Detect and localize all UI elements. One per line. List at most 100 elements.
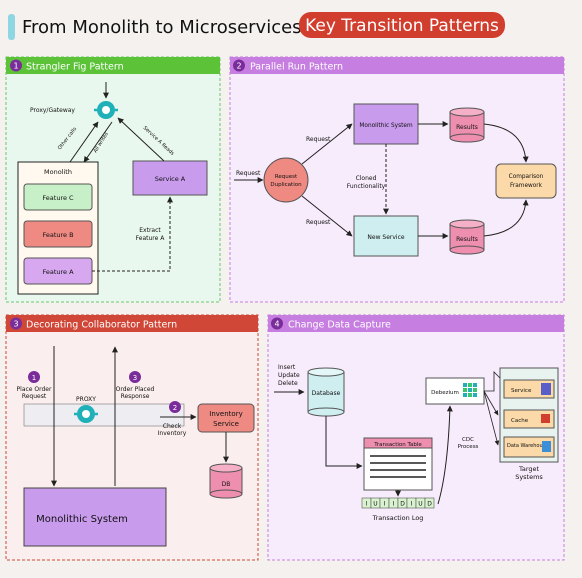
monolithic-system-box — [23, 487, 167, 547]
step3-badge — [129, 371, 141, 383]
step2-badge — [169, 401, 181, 413]
dup-label-1: Request — [275, 174, 298, 180]
log-cell-label: I — [411, 501, 413, 508]
new-service-label: New Service — [367, 234, 404, 241]
step1-num: 1 — [32, 374, 36, 382]
panel-3-title: Decorating Collaborator Pattern — [26, 320, 177, 331]
monolithic-system-label: Monolithic System — [36, 514, 128, 525]
target-warehouse-label: Data Warehouse — [507, 443, 548, 449]
panel-2-badge — [233, 59, 245, 72]
db-to-table-arrow — [325, 416, 363, 469]
log-cell-label: U — [418, 501, 422, 508]
panel-4-header — [268, 315, 564, 332]
feature-a-label: Feature A — [42, 268, 74, 276]
database-label: Database — [312, 390, 341, 397]
transaction-table-header — [363, 437, 433, 449]
database-cylinder — [307, 367, 345, 417]
service-a-box — [132, 160, 208, 196]
service-a-label: Service A — [155, 175, 186, 183]
dup-label-2: Duplication — [270, 182, 302, 188]
panel-3-num: 3 — [13, 320, 18, 329]
feature-c-box — [23, 183, 93, 211]
step3-label-1: Order Placed — [116, 386, 155, 393]
step3-num: 3 — [133, 374, 137, 382]
log-cell-label: D — [400, 501, 405, 508]
panel-parallel-run: 2 Parallel Run Pattern Request Request D… — [229, 56, 565, 303]
request-duplication-node — [263, 157, 309, 203]
inventory-label-1: Inventory — [209, 410, 242, 418]
step2-label-1: Check — [163, 423, 182, 430]
proxy-gateway-icon — [94, 101, 118, 119]
feature-b-label: Feature B — [42, 231, 73, 239]
target-label-1: Target — [518, 465, 540, 473]
request-bottom-arrow — [301, 195, 353, 237]
panel-2-num: 2 — [236, 62, 241, 71]
proxy-label: Proxy/Gateway — [30, 107, 75, 114]
cdc-label-2: Process — [458, 444, 479, 450]
title-accent — [8, 14, 15, 40]
db-cylinder — [209, 463, 243, 499]
monolithic-system-label: Monolithic System — [359, 123, 413, 129]
transaction-log-label: Transaction Log — [372, 514, 424, 522]
server-icon — [541, 383, 551, 395]
results-bottom-to-compare-arrow — [483, 199, 529, 237]
proxy-icon — [74, 405, 98, 423]
ops-update: Update — [278, 372, 300, 379]
extract-arrow — [92, 196, 173, 272]
monolith-label: Monolith — [44, 168, 72, 176]
target-service-label: Service — [511, 388, 532, 394]
transaction-table-label: Transaction Table — [373, 442, 422, 448]
title-highlight-pill — [299, 12, 505, 38]
proxy-bar — [23, 403, 185, 427]
feature-c-label: Feature C — [42, 194, 74, 202]
panel-1-header — [6, 57, 220, 74]
monolithic-system-box — [353, 103, 419, 145]
target-cache-label: Cache — [511, 418, 529, 424]
comparison-label-1: Comparison — [509, 174, 544, 180]
other-calls-arrow — [69, 121, 99, 163]
step1-label-1: Place Order — [17, 386, 52, 393]
log-cell-label: U — [373, 501, 377, 508]
inventory-label-2: Service — [213, 420, 239, 428]
to-cache-line — [483, 390, 499, 416]
step1-label-2: Request — [22, 393, 47, 400]
panel-3-badge — [10, 317, 22, 330]
panel-2-header — [230, 57, 564, 74]
ops-insert: Insert — [278, 364, 296, 371]
log-cell-label: I — [366, 501, 368, 508]
panel-1-title: Strangler Fig Pattern — [26, 62, 124, 73]
cdc-arrow — [437, 405, 453, 505]
step1-badge — [28, 371, 40, 383]
cdc-label-1: CDC — [462, 437, 474, 443]
log-cell-label: I — [384, 501, 386, 508]
request-bottom-label: Request — [306, 219, 331, 226]
cloned-label-1: Cloned — [356, 175, 377, 182]
request-top-arrow — [301, 123, 353, 165]
panel-4-badge — [271, 317, 283, 330]
proxy-text: PROXY — [76, 396, 96, 403]
db-label: DB — [222, 481, 231, 488]
ops-delete: Delete — [278, 380, 298, 387]
step2-label-2: Inventory — [158, 430, 187, 437]
panel-3-header — [6, 315, 258, 332]
request-in-label: Request — [236, 170, 261, 177]
results-bottom-label: Results — [456, 236, 478, 243]
panel-decorating-collaborator: 3 Decorating Collaborator Pattern 1 Plac… — [5, 314, 259, 561]
step3-label-2: Response — [121, 393, 150, 400]
target-warehouse-box — [503, 436, 555, 458]
request-top-label: Request — [306, 136, 331, 143]
target-label-2: Systems — [515, 473, 543, 481]
panel-strangler-fig: 1 Strangler Fig Pattern Proxy/Gateway Mo… — [5, 56, 221, 303]
panel-1-badge — [10, 59, 22, 72]
panel-4-title: Change Data Capture — [288, 320, 391, 331]
comparison-framework-box — [495, 163, 557, 199]
service-a-reads-arrow — [117, 117, 165, 162]
title-bar: From Monolith to Microservices: Key Tran… — [8, 12, 505, 40]
comparison-label-2: Framework — [510, 183, 543, 189]
panel-2-title: Parallel Run Pattern — [250, 62, 343, 73]
debezium-label: Debezium — [431, 390, 459, 396]
to-service-line — [484, 371, 501, 392]
title-highlight: Key Transition Patterns — [305, 16, 499, 36]
to-warehouse-line — [483, 390, 500, 446]
